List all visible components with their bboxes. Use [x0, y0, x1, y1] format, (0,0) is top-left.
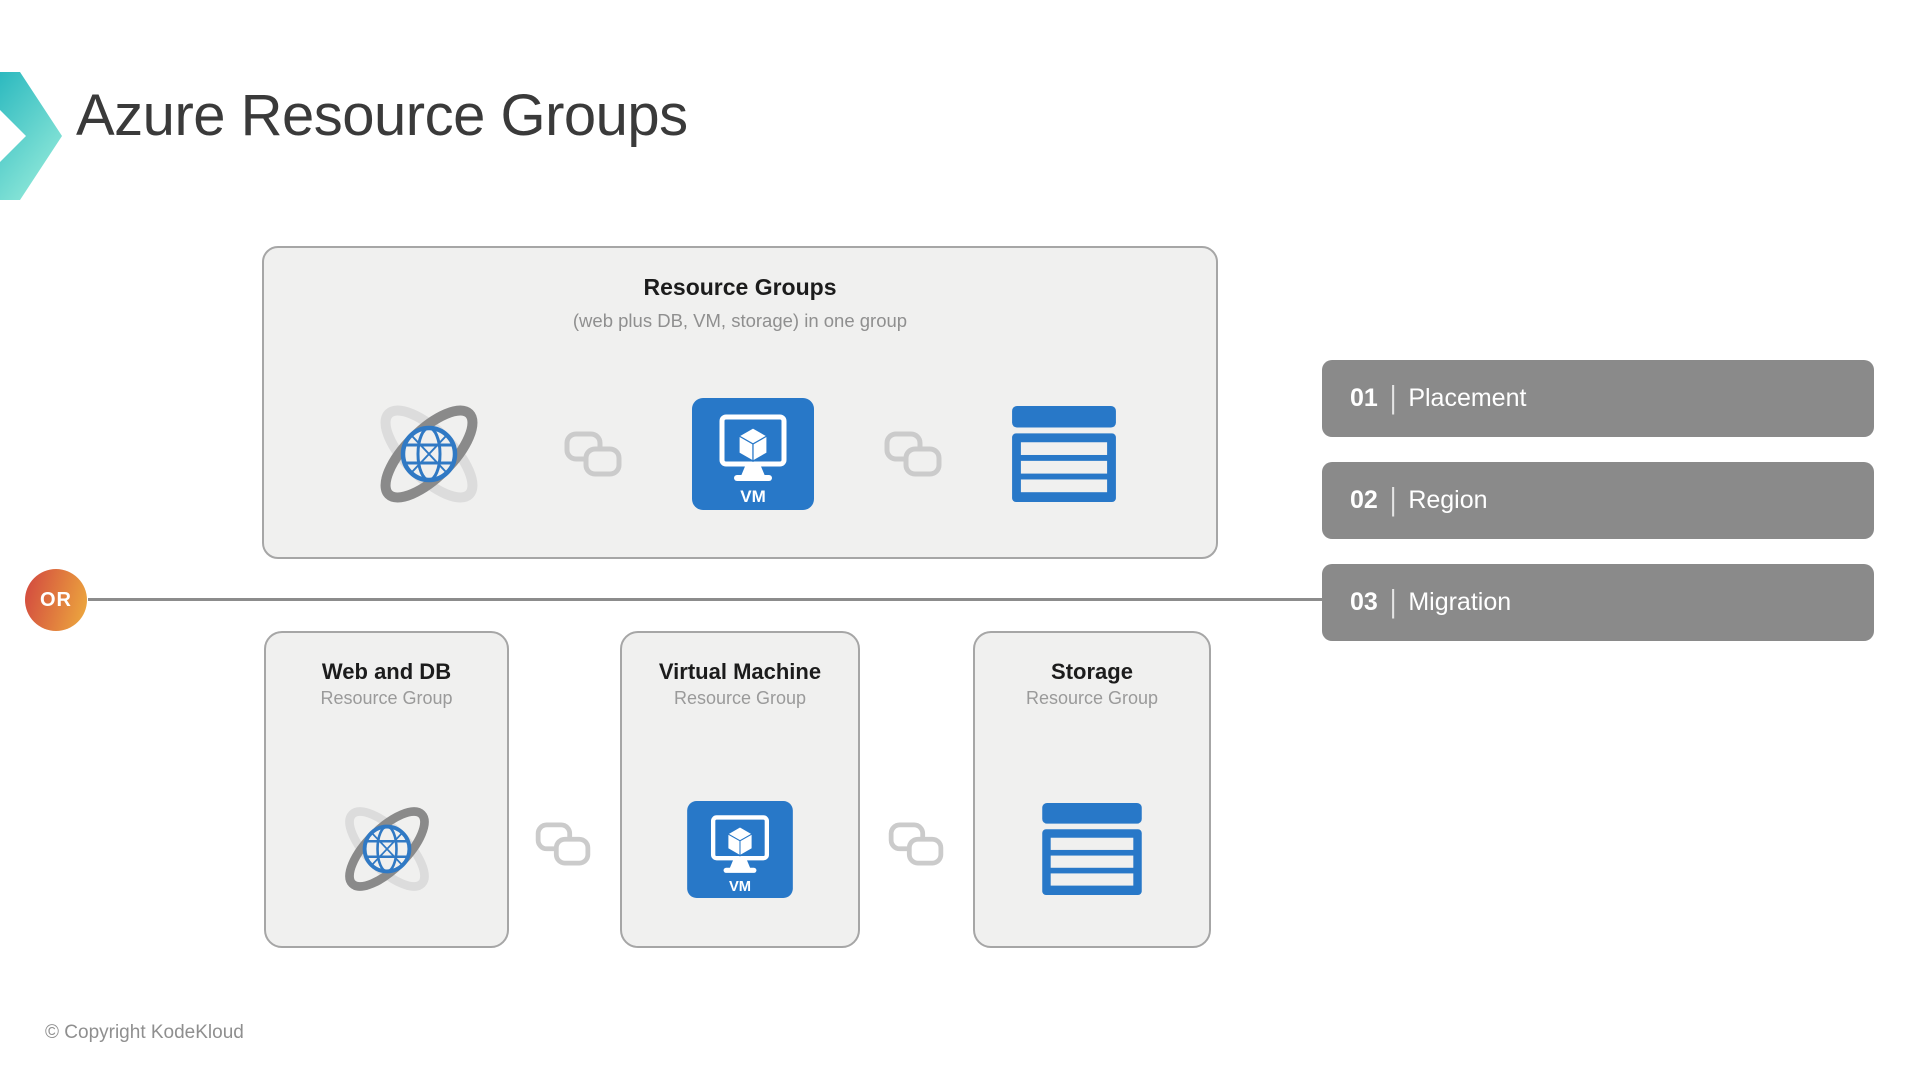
step-label: Migration: [1408, 588, 1512, 616]
step-divider: |: [1389, 584, 1397, 620]
virtual-machine-resource-group-panel: Virtual Machine Resource Group VM: [620, 631, 860, 948]
step-button-placement: 01 | Placement: [1322, 360, 1874, 437]
vm-icon: VM: [687, 800, 793, 898]
panel-title: Resource Groups: [643, 274, 837, 300]
step-number: 03: [1350, 588, 1378, 616]
link-icon: [888, 822, 944, 866]
kodekloud-logo-icon: [0, 72, 62, 200]
step-divider: |: [1389, 380, 1397, 416]
step-button-region: 02 | Region: [1322, 462, 1874, 539]
link-icon: [535, 822, 591, 866]
panel-title: Virtual Machine: [658, 659, 822, 684]
link-icon: [884, 431, 942, 477]
panel-icon-wrap: [975, 791, 1209, 907]
storage-icon: [1042, 803, 1142, 895]
or-badge: OR: [25, 569, 87, 631]
divider-line: [88, 598, 1322, 601]
resource-groups-panel: Resource Groups (web plus DB, VM, storag…: [262, 246, 1218, 559]
vm-label: VM: [729, 879, 751, 895]
step-label: Placement: [1408, 384, 1527, 412]
step-number: 02: [1350, 486, 1378, 514]
storage-icon: [1012, 406, 1116, 502]
panel-title: Web and DB: [321, 659, 452, 684]
web-db-icon: [380, 405, 478, 503]
vm-label: VM: [740, 487, 766, 506]
step-number: 01: [1350, 384, 1378, 412]
or-badge-label: OR: [40, 588, 72, 611]
link-icon: [564, 431, 622, 477]
panel-subtitle: Resource Group: [320, 688, 453, 708]
vm-icon: VM: [692, 398, 814, 510]
panel-subtitle: (web plus DB, VM, storage) in one group: [572, 310, 908, 331]
panel-subtitle: Resource Group: [1025, 688, 1159, 708]
panel-icon-wrap: VM: [622, 791, 858, 907]
step-divider: |: [1389, 482, 1397, 518]
web-db-icon: [344, 807, 429, 891]
step-label: Region: [1408, 486, 1488, 514]
panel-title: Storage: [1051, 659, 1133, 684]
storage-resource-group-panel: Storage Resource Group: [973, 631, 1211, 948]
panel-subtitle: Resource Group: [673, 688, 807, 708]
copyright-text: © Copyright KodeKloud: [45, 1022, 244, 1043]
web-db-resource-group-panel: Web and DB Resource Group: [264, 631, 509, 948]
page-title: Azure Resource Groups: [76, 83, 688, 148]
step-button-migration: 03 | Migration: [1322, 564, 1874, 641]
panel-icon-wrap: [266, 791, 507, 907]
resource-icons-row: VM: [264, 386, 1216, 522]
